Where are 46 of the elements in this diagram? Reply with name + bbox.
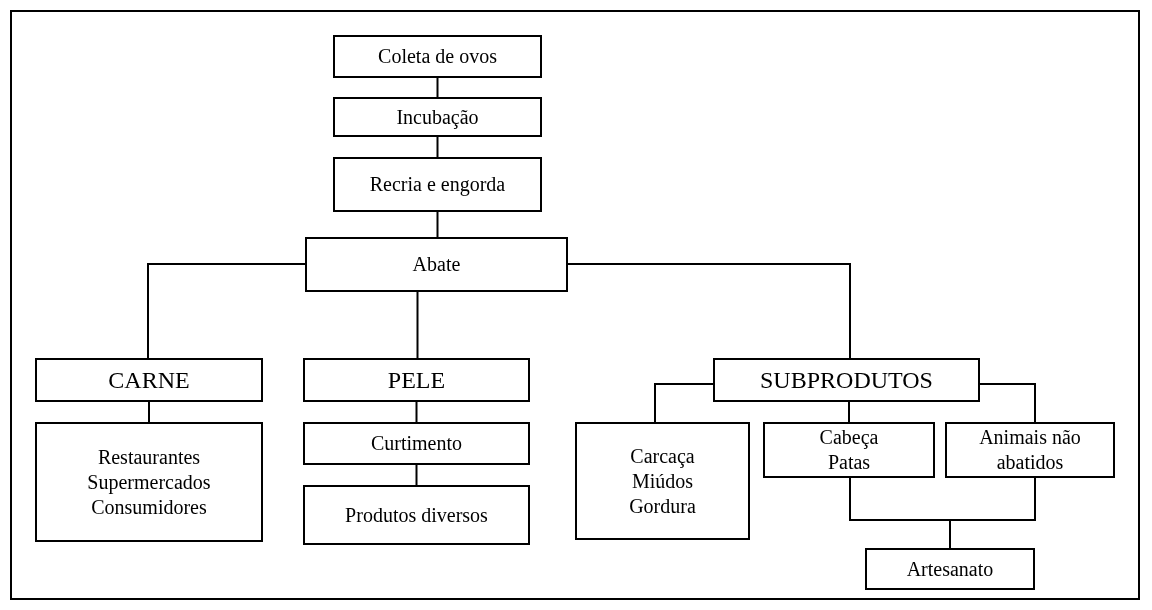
process-box [333, 157, 542, 212]
connector-line [436, 211, 439, 238]
process-box [303, 485, 530, 545]
box-label: Consumidores [91, 494, 207, 520]
box-label: Miúdos [631, 468, 694, 494]
box-label: Artesanato [906, 556, 994, 582]
connector-line [415, 401, 418, 423]
box-label: Supermercados [87, 469, 211, 495]
connector-line [949, 477, 1036, 549]
connector-line [415, 464, 418, 486]
box-label: Carcaça [630, 443, 695, 469]
connector-line [654, 383, 714, 423]
connector-line [416, 291, 419, 359]
process-box [35, 358, 263, 402]
process-box [945, 422, 1115, 478]
process-box [865, 548, 1035, 590]
box-label: Produtos diversos [345, 502, 488, 528]
box-label: SUBPRODUTOS [760, 366, 933, 395]
box-label: Abate [412, 252, 461, 277]
box-label: Coleta de ovos [378, 44, 497, 69]
process-box [333, 97, 542, 137]
box-label: Gordura [629, 493, 696, 519]
box-label: CARNE [108, 366, 190, 395]
connector-line [147, 263, 306, 359]
box-label: Patas [827, 450, 871, 475]
process-box [305, 237, 568, 292]
connector-line [567, 263, 851, 359]
process-box [333, 35, 542, 78]
connector-line [979, 383, 1036, 423]
process-box [575, 422, 750, 540]
connector-line [148, 401, 150, 423]
process-box [713, 358, 980, 402]
process-box [303, 358, 530, 402]
box-label: Curtimento [370, 431, 463, 456]
box-label: PELE [387, 366, 446, 395]
box-label: Cabeça [819, 425, 879, 450]
box-label: Recria e engorda [369, 172, 506, 197]
process-box [763, 422, 935, 478]
box-label: Incubação [396, 104, 479, 130]
connector-line [436, 136, 439, 158]
connector-line [848, 401, 850, 423]
box-label: Restaurantes [97, 444, 201, 470]
box-label: Animais não abatidos [978, 425, 1082, 475]
process-box [303, 422, 530, 465]
connector-line [436, 77, 439, 98]
process-box [35, 422, 263, 542]
